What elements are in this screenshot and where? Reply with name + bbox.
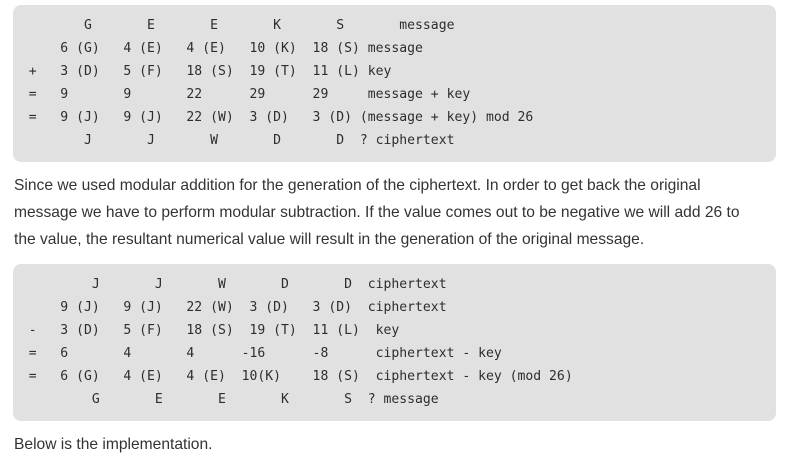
paragraph-line: message we have to perform modular subtr… bbox=[14, 204, 740, 221]
explanation-paragraph: Since we used modular addition for the g… bbox=[14, 172, 784, 253]
code-line: J J W D D ? ciphertext bbox=[13, 133, 455, 148]
code-line: 6 (G) 4 (E) 4 (E) 10 (K) 18 (S) message bbox=[13, 41, 423, 56]
code-line: = 6 (G) 4 (E) 4 (E) 10(K) 18 (S) ciphert… bbox=[13, 369, 573, 384]
code-line: + 3 (D) 5 (F) 18 (S) 19 (T) 11 (L) key bbox=[13, 64, 392, 79]
code-line: G E E K S message bbox=[13, 18, 455, 33]
code-line: = 9 (J) 9 (J) 22 (W) 3 (D) 3 (D) (messag… bbox=[13, 110, 534, 125]
encryption-code-block: G E E K S message 6 (G) 4 (E) 4 (E) 10 (… bbox=[13, 5, 776, 162]
code-line: - 3 (D) 5 (F) 18 (S) 19 (T) 11 (L) key bbox=[13, 323, 400, 338]
paragraph-line: the value, the resultant numerical value… bbox=[14, 231, 645, 248]
decryption-code-block: J J W D D ciphertext 9 (J) 9 (J) 22 (W) … bbox=[13, 264, 776, 421]
code-line: 9 (J) 9 (J) 22 (W) 3 (D) 3 (D) ciphertex… bbox=[13, 300, 447, 315]
implementation-intro: Below is the implementation. bbox=[14, 436, 213, 453]
paragraph-line: Since we used modular addition for the g… bbox=[14, 177, 701, 194]
code-line: = 6 4 4 -16 -8 ciphertext - key bbox=[13, 346, 502, 361]
code-line: J J W D D ciphertext bbox=[13, 277, 447, 292]
code-line: G E E K S ? message bbox=[13, 392, 439, 407]
code-line: = 9 9 22 29 29 message + key bbox=[13, 87, 471, 102]
